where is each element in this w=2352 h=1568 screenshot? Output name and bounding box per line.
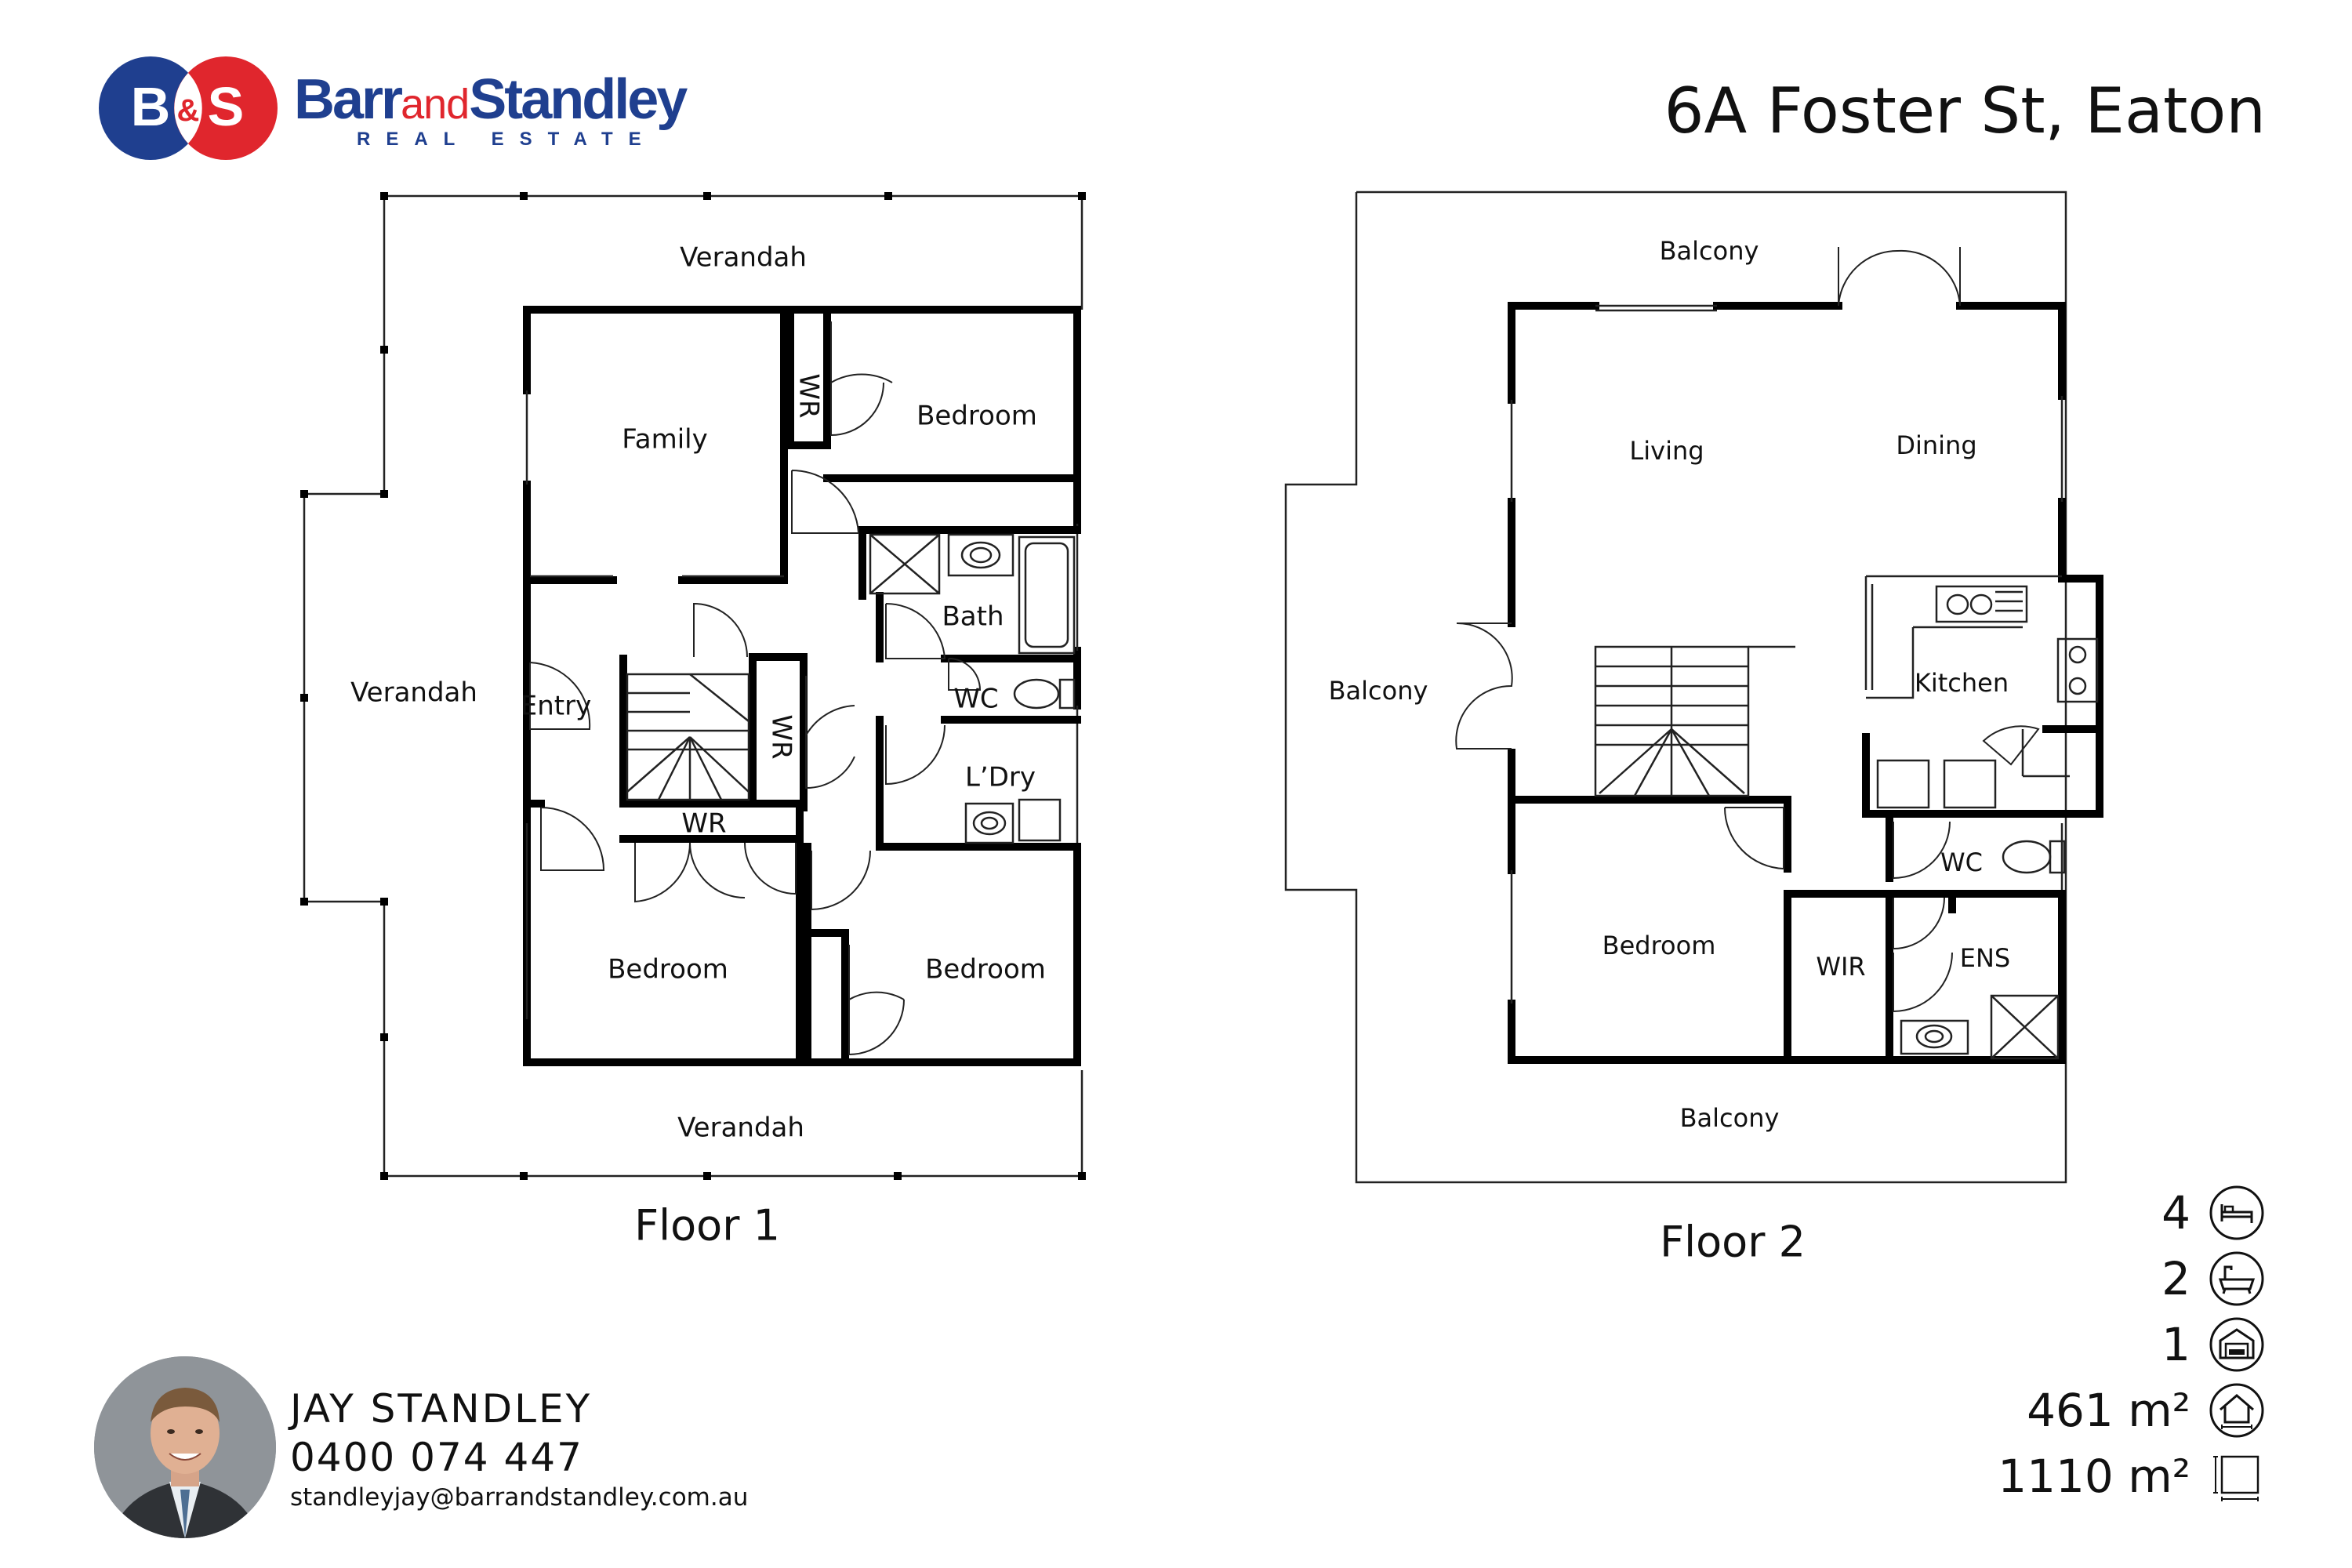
agent-name: JAY STANDLEY [290, 1386, 593, 1432]
stat-bedrooms: 4 [2161, 1180, 2266, 1246]
f2-label-balcony-left: Balcony [1329, 676, 1428, 706]
f2-label-dining: Dining [1896, 430, 1976, 460]
svg-text:&: & [177, 93, 200, 128]
agent-portrait-icon [94, 1356, 276, 1538]
f1-label-bedroom-se: Bedroom [925, 954, 1046, 985]
svg-text:B: B [131, 76, 171, 137]
stat-bathrooms: 2 [2161, 1246, 2266, 1312]
property-address: 6A Foster St, Eaton [1664, 74, 2266, 147]
f1-label-wr-low: WR [681, 808, 726, 840]
f1-label-bath: Bath [942, 601, 1004, 633]
brand-logo[interactable]: B & S BarrandStandley REAL ESTATE [94, 53, 706, 171]
stat-land-area: 1110 m² [1998, 1443, 2266, 1509]
floor2-fixtures [1866, 585, 2099, 1060]
floor2-title: Floor 2 [1660, 1218, 1806, 1267]
f1-label-wr-mid: WR [766, 714, 797, 759]
floor1-title: Floor 1 [634, 1201, 780, 1250]
f2-label-bedroom: Bedroom [1602, 931, 1716, 960]
logo-word-and: and [401, 81, 470, 128]
f1-label-wr-top: WR [793, 373, 825, 418]
logo-tagline: REAL ESTATE [357, 129, 657, 150]
agent-card: JAY STANDLEY 0400 074 447 standleyjay@ba… [94, 1356, 878, 1544]
stat-floor-area-value: 461 m² [2027, 1384, 2190, 1437]
floor1-verandah-posts [300, 192, 1086, 1180]
house-area-icon [2209, 1383, 2264, 1438]
logo-word-barr: Barr [294, 68, 403, 131]
agent-photo [94, 1356, 276, 1538]
logo-circles-icon: B & S [99, 56, 278, 160]
f1-label-family: Family [622, 424, 707, 456]
floor2-windows [1510, 304, 2063, 1004]
f1-label-verandah-top: Verandah [680, 242, 807, 274]
floor2-plan: Balcony Balcony Balcony Living Dining Ki… [1284, 191, 2103, 1267]
logo-wordmark: BarrandStandley [294, 67, 688, 132]
floor1-windows [525, 390, 1079, 1019]
floor1-stairs [626, 673, 750, 801]
floor2-doors [1455, 247, 1961, 1013]
agent-phone[interactable]: 0400 074 447 [290, 1435, 583, 1480]
floor2-stairs [1594, 645, 1795, 797]
floor1-doors [529, 321, 982, 1056]
garage-icon [2209, 1317, 2264, 1372]
property-stats: 4 2 1 461 m² [1795, 1180, 2266, 1525]
stat-bathrooms-value: 2 [2161, 1252, 2190, 1305]
stat-floor-area: 461 m² [2027, 1377, 2266, 1443]
agent-email[interactable]: standleyjay@barrandstandley.com.au [290, 1483, 749, 1512]
f2-label-living: Living [1629, 436, 1704, 466]
f2-label-wc: WC [1940, 848, 1983, 877]
f2-label-wir: WIR [1816, 952, 1865, 982]
land-area-icon [2213, 1455, 2259, 1501]
f1-label-verandah-left: Verandah [350, 677, 477, 709]
f1-label-entry: Entry [521, 691, 591, 722]
stat-land-area-value: 1110 m² [1998, 1450, 2190, 1503]
floor1-plan: Verandah Verandah Verandah Family WR Bed… [300, 192, 1086, 1250]
floor2-interior-walls [1508, 575, 2097, 1064]
f1-label-ldry: L’Dry [965, 762, 1036, 793]
logo-word-standley: Standley [469, 68, 688, 131]
svg-text:S: S [208, 76, 245, 137]
floor1-fixtures [869, 533, 1076, 844]
f2-label-ens: ENS [1960, 943, 2010, 973]
stat-bedrooms-value: 4 [2161, 1186, 2190, 1240]
f2-label-balcony-bottom: Balcony [1680, 1103, 1780, 1133]
floor1-interior-walls [526, 310, 1081, 1066]
f1-label-wc: WC [953, 684, 998, 715]
stat-garage: 1 [2161, 1312, 2266, 1377]
floor1-verandah-outline-left [303, 196, 1083, 1178]
stat-garage-value: 1 [2161, 1318, 2190, 1371]
f2-label-kitchen: Kitchen [1915, 668, 2009, 698]
f2-label-balcony-top: Balcony [1660, 236, 1759, 266]
f1-label-bedroom-ne: Bedroom [916, 401, 1037, 432]
f1-label-bedroom-sw: Bedroom [608, 954, 728, 985]
floor2-exterior-walls [1508, 302, 2103, 1064]
bath-icon [2209, 1251, 2264, 1306]
f1-label-verandah-bottom: Verandah [677, 1112, 804, 1144]
bed-icon [2209, 1185, 2264, 1240]
